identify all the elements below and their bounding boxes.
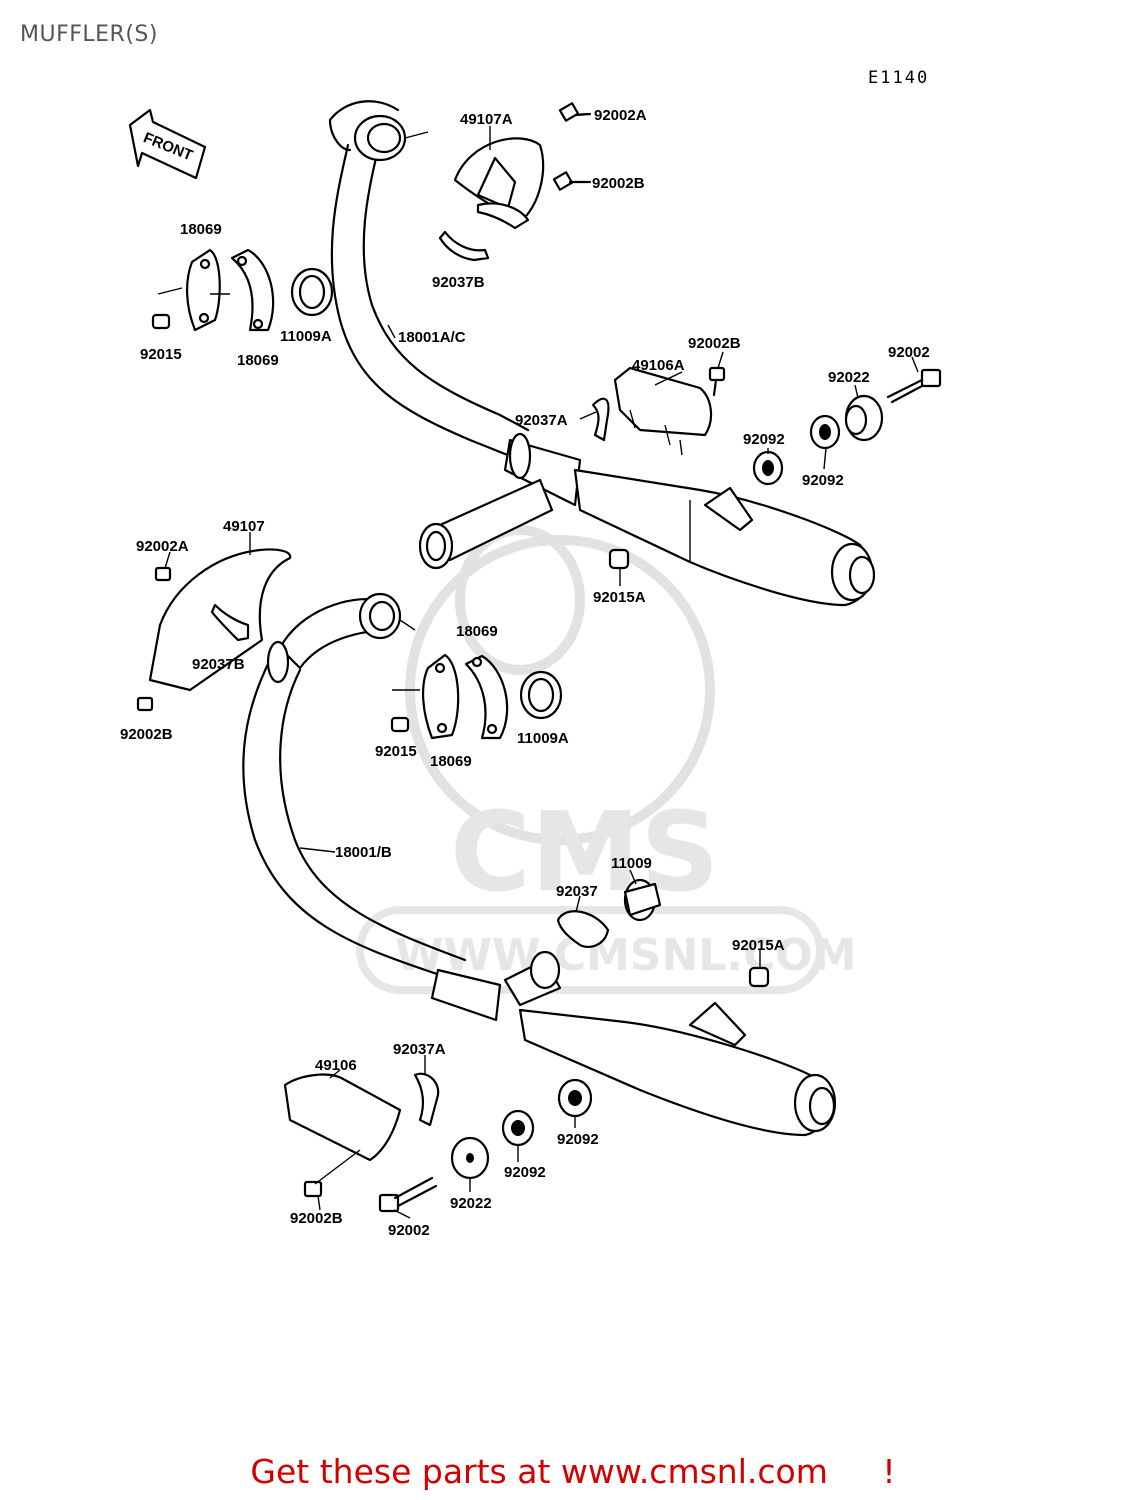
grommet-92092-d xyxy=(501,1109,535,1147)
label-49106A: 49106A xyxy=(632,357,685,374)
label-92037: 92037 xyxy=(556,883,598,900)
muffler-lower xyxy=(430,950,837,1137)
footer-text[interactable]: Get these parts at www.cmsnl.com xyxy=(250,1452,828,1491)
label-92092-b: 92092 xyxy=(802,472,844,489)
nut-92015A-lower xyxy=(748,966,770,988)
label-11009: 11009 xyxy=(611,855,652,872)
label-92015A-b: 92015A xyxy=(732,937,785,954)
clamp-92037 xyxy=(556,910,610,948)
exhaust-pipe-lower xyxy=(242,592,467,977)
bolt-92002B-bottom xyxy=(303,1180,323,1198)
bolt-92002B-top xyxy=(552,171,592,191)
label-92022-bottom: 92022 xyxy=(450,1195,492,1212)
flange-18069-lower xyxy=(392,653,509,740)
label-92037B-top: 92037B xyxy=(432,274,485,291)
label-11009A-a: 11009A xyxy=(280,328,332,345)
gasket-11009 xyxy=(623,878,662,922)
bolt-92002A-left xyxy=(154,566,172,582)
nut-92015-lower xyxy=(390,716,410,733)
label-49106: 49106 xyxy=(315,1057,357,1074)
footer-link[interactable]: Get these parts at www.cmsnl.com ! xyxy=(0,1452,1146,1491)
watermark: CMS WWW.CMSNL.COM xyxy=(356,525,857,994)
label-11009A-b: 11009A xyxy=(517,730,569,747)
bolt-92002A-top xyxy=(558,102,592,122)
clamp-92037A-top xyxy=(591,397,610,442)
nut-92015A-top xyxy=(608,548,630,570)
label-92092-c: 92092 xyxy=(557,1131,599,1148)
grommet-92092-c xyxy=(557,1078,593,1118)
label-18001AC: 18001A/C xyxy=(398,329,466,346)
watermark-brand: CMS xyxy=(450,788,719,916)
bolt-92002B-shield xyxy=(708,366,726,397)
gasket-11009A-top xyxy=(290,267,334,317)
footer-exclaim: ! xyxy=(882,1452,896,1491)
grommet-92092-a xyxy=(809,414,841,450)
label-92002B-shield: 92002B xyxy=(688,335,741,352)
label-18069-a: 18069 xyxy=(180,221,222,238)
flange-18069-top-left xyxy=(157,248,275,332)
label-92002B-top: 92002B xyxy=(592,175,645,192)
label-92022-top: 92022 xyxy=(828,369,870,386)
label-92015-a: 92015 xyxy=(140,346,182,363)
page-title: MUFFLER(S) xyxy=(20,22,158,47)
label-92002A-left: 92002A xyxy=(136,538,189,555)
heat-shield-49106 xyxy=(283,1073,402,1162)
exhaust-pipe-upper xyxy=(328,100,530,462)
washer-92022-bottom xyxy=(450,1136,490,1180)
part-labels: 49107A 92002A 92002B 18069 92037B 11009A… xyxy=(120,107,930,1239)
clamp-92037B-top xyxy=(438,230,490,262)
leader-lines xyxy=(164,113,919,1219)
label-18069-c: 18069 xyxy=(456,623,498,640)
heat-shield-49107A xyxy=(453,137,545,230)
label-49107A: 49107A xyxy=(460,111,513,128)
bolt-92002-bottom xyxy=(378,1176,438,1213)
grommet-92092-b xyxy=(752,450,784,486)
label-92092-a: 92092 xyxy=(743,431,785,448)
label-92092-d: 92092 xyxy=(504,1164,546,1181)
label-92037B-left: 92037B xyxy=(192,656,245,673)
nut-92015-top xyxy=(151,313,171,330)
label-92002-bottom: 92002 xyxy=(388,1222,430,1239)
label-49107: 49107 xyxy=(223,518,265,535)
label-92015A-a: 92015A xyxy=(593,589,646,606)
heat-shield-49106A xyxy=(613,366,713,456)
clamp-92037A-bottom xyxy=(413,1072,440,1127)
label-18001B: 18001/B xyxy=(335,844,392,861)
diagram-code: E1140 xyxy=(868,68,930,88)
label-18069-d: 18069 xyxy=(430,753,472,770)
label-92002B-bottom: 92002B xyxy=(290,1210,343,1227)
label-92002-top: 92002 xyxy=(888,344,930,361)
label-92002B-left: 92002B xyxy=(120,726,173,743)
front-arrow-icon: FRONT xyxy=(128,108,207,180)
muffler-upper xyxy=(418,432,876,607)
label-92015-b: 92015 xyxy=(375,743,417,760)
label-92002A-top: 92002A xyxy=(594,107,647,124)
bolt-92002B-left xyxy=(136,696,154,712)
label-18069-b: 18069 xyxy=(237,352,279,369)
label-92037A-bottom: 92037A xyxy=(393,1041,446,1058)
gasket-11009A-lower xyxy=(519,670,563,720)
bolt-92002-top xyxy=(886,368,942,404)
label-92037A-top: 92037A xyxy=(515,412,568,429)
watermark-url: WWW.CMSNL.COM xyxy=(395,930,857,981)
washer-92022-top xyxy=(844,394,884,442)
clamp-92037B-left xyxy=(210,603,250,642)
